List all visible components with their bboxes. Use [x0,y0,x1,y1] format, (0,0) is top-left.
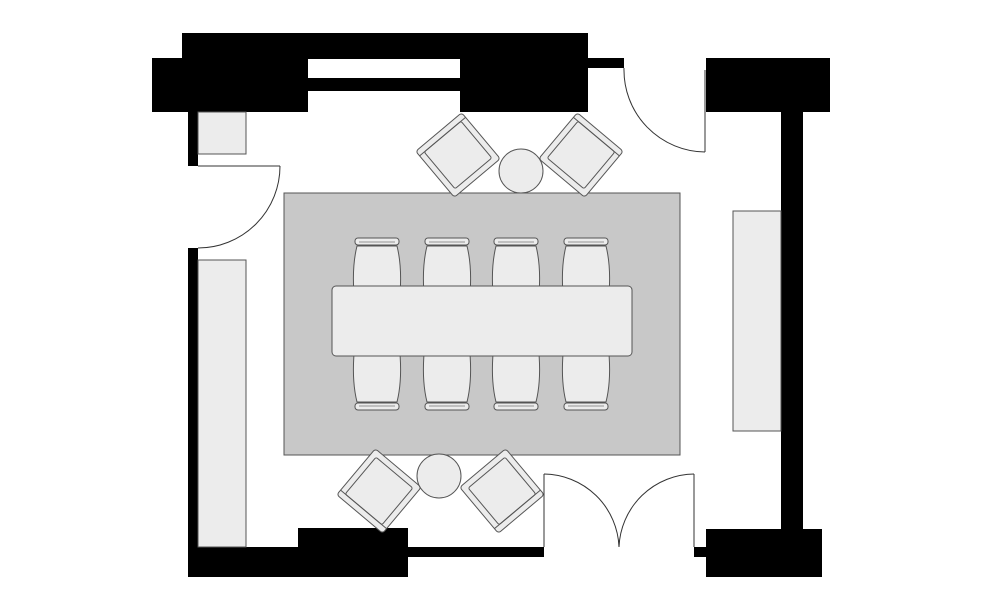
armchair-top-left [415,112,501,198]
sideboard-right [732,210,782,432]
top-wall-left-pier [152,58,308,112]
top-wall-upper-band [182,33,588,59]
door-top-right-swing [623,67,706,153]
left-wall-upper [188,112,198,166]
bottom-wall-block [298,528,408,577]
dining-table [331,285,633,357]
double-door-swing-left [543,473,620,548]
door-left [197,165,281,249]
side-table-bottom [416,453,462,499]
right-wall-bottom-block [706,529,822,577]
cabinets [197,111,782,548]
double-door-bottom [543,473,695,548]
side-tables [416,148,544,499]
sideboard-left [197,259,247,548]
window-mullion [308,78,460,91]
right-wall-vertical [781,112,803,532]
door-left-swing [197,165,281,249]
right-wall-return [706,58,739,70]
top-wall-right-pier [460,58,588,112]
armchair-top-right [538,112,624,198]
side-table-top [498,148,544,194]
walls [152,33,830,577]
top-wall-connector [588,58,624,68]
bottom-right-connector [694,547,708,557]
armchair-bottom-left [336,448,422,534]
bottom-wall-left [188,547,298,577]
left-wall-lower [188,248,198,577]
door-top-right [623,67,706,153]
double-door-swing-right [618,473,695,548]
bottom-wall-connector [408,547,544,557]
cabinet-top-left [197,111,247,155]
armchair-bottom-right [459,448,545,534]
